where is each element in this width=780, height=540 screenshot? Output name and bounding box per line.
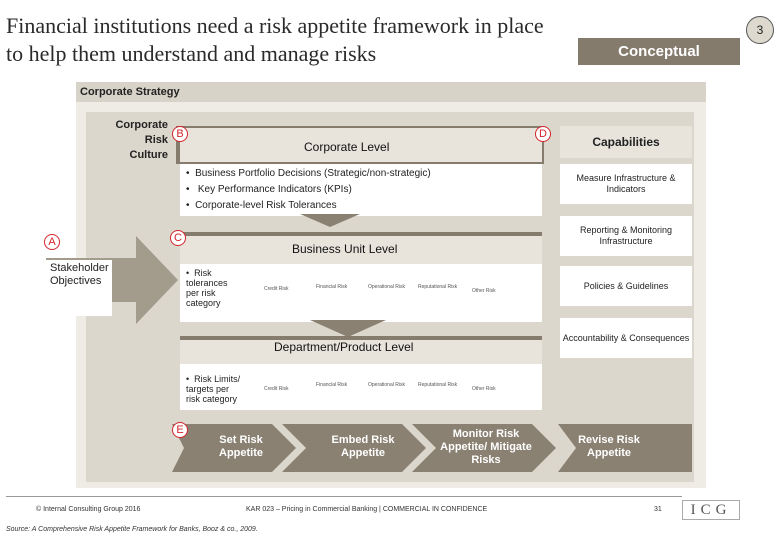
dept-category-2: Financial Risk [316, 382, 348, 388]
business-unit-bullet: • Risk tolerances per risk category [186, 268, 228, 308]
department-level-bar [180, 336, 542, 368]
department-level-box: • Risk Limits/ targets per risk category… [180, 364, 542, 410]
bu-category-4: Reputational Risk [418, 284, 458, 290]
process-arrow-1 [172, 424, 296, 472]
dept-category-3: Operational Risk [368, 382, 405, 388]
corporate-bullet-3: • Corporate-level Risk Tolerances [186, 200, 337, 211]
footer-source: Source: A Comprehensive Risk Appetite Fr… [6, 526, 258, 533]
business-unit-level-title: Business Unit Level [292, 242, 398, 256]
process-arrows [172, 424, 692, 472]
bu-category-1: Credit Risk [264, 286, 289, 292]
title-line-1: Financial institutions need a risk appet… [6, 13, 544, 38]
step-set-risk-appetite: Set Risk Appetite [219, 434, 263, 459]
step-embed-risk-appetite: Embed Risk Appetite [331, 434, 395, 459]
slide-title: Financial institutions need a risk appet… [6, 12, 544, 68]
process-box-4 [558, 424, 692, 472]
stakeholder-objectives: Stakeholder Objectives [50, 262, 109, 287]
capability-accountability: Accountability & Consequences [560, 318, 692, 358]
corporate-level-box: • Business Portfolio Decisions (Strategi… [180, 164, 542, 216]
marker-c: C [170, 230, 186, 246]
business-unit-level-bar [180, 232, 542, 266]
marker-e: E [172, 422, 188, 438]
bu-category-5: Other Risk [472, 288, 496, 294]
footer-slide-number: 31 [654, 506, 662, 513]
bu-category-2: Financial Risk [316, 284, 348, 290]
page-number: 3 [746, 16, 774, 44]
title-line-2: to help them understand and manage risks [6, 41, 377, 66]
corporate-strategy-bar: Corporate Strategy [76, 82, 706, 102]
dept-category-5: Other Risk [472, 386, 496, 392]
department-bullet: • Risk Limits/ targets per risk category [186, 374, 241, 404]
down-chevron-icon [310, 320, 386, 337]
bu-category-3: Operational Risk [368, 284, 405, 290]
step-revise-risk-appetite: Revise Risk Appetite [578, 434, 640, 459]
corporate-risk-culture: Corporate Risk Culture [115, 119, 168, 161]
department-level-title: Department/Product Level [274, 340, 414, 354]
process-arrow-3 [412, 424, 556, 472]
business-unit-level-box: • Risk tolerances per risk category Cred… [180, 264, 542, 322]
corporate-level-title-text: Corporate Level [304, 140, 390, 154]
dept-category-1: Credit Risk [264, 386, 289, 392]
step-monitor-risk-appetite: Monitor Risk Appetite/ Mitigate Risks [440, 428, 532, 466]
corporate-bullet-1: • Business Portfolio Decisions (Strategi… [186, 168, 431, 179]
stakeholder-box [46, 260, 112, 316]
down-chevron-icon [300, 214, 360, 227]
icg-logo: ICG [682, 500, 740, 520]
footer-center-text: KAR 023 – Pricing in Commercial Banking … [246, 506, 488, 513]
footer-divider [6, 496, 682, 497]
marker-b: B [172, 126, 188, 142]
capability-measure: Measure Infrastructure & Indicators [560, 164, 692, 204]
capabilities-header: Capabilities [560, 126, 692, 158]
footer-copyright: © Internal Consulting Group 2016 [36, 506, 141, 513]
process-arrow-2 [282, 424, 426, 472]
marker-d: D [535, 126, 551, 142]
capability-reporting: Reporting & Monitoring Infrastructure [560, 216, 692, 256]
marker-a: A [44, 234, 60, 250]
capability-policies: Policies & Guidelines [560, 266, 692, 306]
corporate-bullet-2: • Key Performance Indicators (KPIs) [186, 184, 352, 195]
conceptual-badge: Conceptual [578, 38, 740, 65]
dept-category-4: Reputational Risk [418, 382, 458, 388]
